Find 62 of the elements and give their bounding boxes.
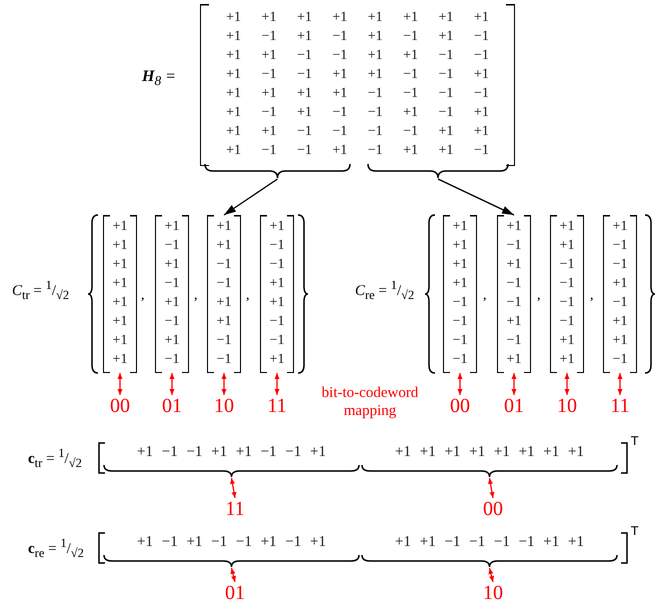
transpose-mark: T bbox=[631, 524, 638, 538]
comma: , bbox=[590, 288, 594, 304]
bit-label: 00 bbox=[440, 395, 480, 419]
matrix-row-text: +1 −1 −1 +1 −1 +1 +1 −1 bbox=[225, 142, 490, 160]
arrow bbox=[170, 373, 174, 395]
matrix-row-text: +1 −1 +1 −1 −1 +1 −1 +1 bbox=[225, 104, 490, 122]
bit-label: 01 bbox=[212, 582, 258, 606]
bit-label: 01 bbox=[494, 395, 534, 419]
column-vector: +1 +1 +1 +1 +1 +1 +1 +1 bbox=[103, 215, 137, 373]
bit-label: 11 bbox=[212, 498, 258, 522]
arrow bbox=[230, 478, 236, 498]
matrix-row-text: +1 +1 +1 +1 −1 −1 −1 −1 bbox=[225, 85, 490, 103]
arrow bbox=[512, 373, 516, 395]
curly-brace bbox=[205, 163, 350, 179]
arrow bbox=[274, 373, 280, 395]
arrow bbox=[458, 373, 462, 395]
bit-label: 10 bbox=[470, 582, 516, 606]
vector-entries: +1 +1 +1 +1 +1 +1 +1 +1 bbox=[394, 444, 585, 461]
vector-label: c$_{re}$ = $^{1}$/$_{√2}$ bbox=[28, 536, 84, 561]
vector-entries: +1 −1 −1 +1 +1 −1 −1 +1 bbox=[136, 444, 327, 461]
arrow bbox=[564, 373, 570, 395]
comma: , bbox=[141, 288, 144, 304]
column-vector: +1 +1 −1 −1 −1 −1 +1 +1 bbox=[550, 215, 584, 373]
arrow bbox=[230, 568, 236, 582]
set-label: C$_{tr}$ = $^{1}$/$_{√2}$ bbox=[12, 278, 70, 303]
comma: , bbox=[246, 288, 250, 304]
column-vector: +1 −1 +1 −1 −1 +1 −1 +1 bbox=[497, 215, 531, 373]
bit-label: 00 bbox=[100, 395, 140, 419]
column-vector: +1 +1 +1 +1 −1 −1 −1 −1 bbox=[443, 215, 477, 373]
bit-label: 01 bbox=[152, 395, 192, 419]
column-vector: +1 −1 −1 +1 −1 +1 +1 −1 bbox=[603, 215, 637, 373]
bit-label: 10 bbox=[547, 395, 587, 419]
matrix-row-text: +1 −1 −1 +1 +1 −1 −1 +1 bbox=[225, 66, 490, 84]
curly-brace bbox=[368, 163, 508, 179]
bit-label: 00 bbox=[470, 498, 516, 522]
comma: , bbox=[483, 288, 486, 304]
matrix-row-text: +1 +1 +1 +1 +1 +1 +1 +1 bbox=[225, 9, 490, 27]
arrow bbox=[224, 178, 278, 216]
matrix-row-text: +1 +1 −1 −1 −1 −1 +1 +1 bbox=[225, 123, 490, 141]
arrow bbox=[222, 373, 226, 395]
vector-entries: +1 +1 −1 −1 −1 −1 +1 +1 bbox=[394, 534, 585, 551]
matrix-row-text: +1 −1 +1 −1 +1 −1 +1 −1 bbox=[225, 28, 490, 46]
vector-entries: +1 −1 +1 −1 −1 +1 −1 +1 bbox=[136, 534, 327, 551]
arrow bbox=[488, 478, 494, 498]
bit-label: 11 bbox=[257, 395, 297, 419]
arrow bbox=[618, 373, 622, 395]
vector-label: c$_{tr}$ = $^{1}$/$_{√2}$ bbox=[28, 446, 82, 471]
column-vector: +1 −1 +1 −1 +1 −1 +1 −1 bbox=[155, 215, 189, 373]
arrow bbox=[488, 568, 494, 582]
matrix-label: H$_{8}$ = bbox=[142, 68, 176, 90]
bit-label: 10 bbox=[204, 395, 244, 419]
comma: , bbox=[537, 288, 540, 304]
bit-label: 11 bbox=[600, 395, 640, 419]
arrow bbox=[118, 373, 122, 395]
column-vector: +1 −1 −1 +1 +1 −1 −1 +1 bbox=[260, 215, 294, 373]
set-label: C$_{re}$ = $^{1}$/$_{√2}$ bbox=[355, 278, 414, 303]
mapping-caption: bit-to-codeword mapping bbox=[320, 384, 420, 420]
matrix-row-text: +1 +1 −1 −1 +1 +1 −1 −1 bbox=[225, 47, 490, 65]
column-vector: +1 +1 −1 −1 +1 +1 −1 −1 bbox=[207, 215, 241, 373]
arrow bbox=[438, 178, 514, 216]
transpose-mark: T bbox=[631, 434, 638, 448]
comma: , bbox=[194, 288, 198, 304]
